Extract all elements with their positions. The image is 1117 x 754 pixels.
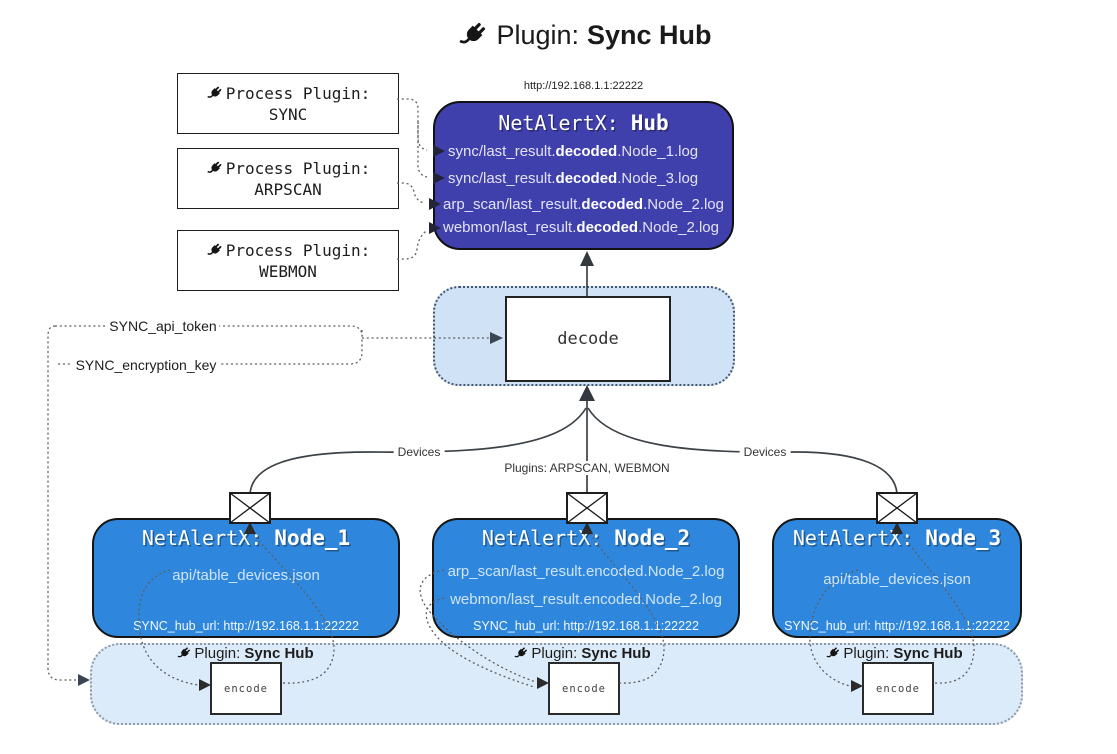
page-title-name: Sync Hub xyxy=(587,20,712,50)
hub-url: http://192.168.1.1:22222 xyxy=(523,80,644,92)
node-1-file: api/table_devices.json xyxy=(172,567,320,584)
process-plugin-label: Process Plugin: xyxy=(225,158,371,178)
process-plugin-name: SYNC xyxy=(268,104,308,124)
plug-icon xyxy=(206,160,223,177)
plug-icon xyxy=(206,85,223,102)
decode-label: decode xyxy=(557,329,619,349)
hub-log-item: sync/last_result.decoded.Node_3.log xyxy=(448,170,699,187)
plug-icon xyxy=(206,242,223,259)
node-1-hub-url: SYNC_hub_url: http://192.168.1.1:22222 xyxy=(133,619,359,633)
node-3-title: NetAlertX: Node_3 xyxy=(792,526,1002,550)
process-plugin-sync: Process Plugin: SYNC xyxy=(177,73,399,134)
plug-icon xyxy=(176,646,191,661)
plug-icon xyxy=(457,20,488,51)
page-title: Plugin: Sync Hub xyxy=(26,20,1117,51)
band-plugin-label: Plugin: Sync Hub xyxy=(513,645,651,662)
sync-api-token-label: SYNC_api_token xyxy=(106,318,220,334)
hub-title: NetAlertX: Hub xyxy=(433,111,734,135)
hub-log-item: sync/last_result.decoded.Node_1.log xyxy=(448,143,699,160)
process-plugin-label: Process Plugin: xyxy=(225,83,371,103)
nodes-to-decode-wires xyxy=(249,385,898,495)
devices-edge-label: Devices xyxy=(739,445,791,459)
node-3-file: api/table_devices.json xyxy=(823,571,971,588)
hub-log-item: webmon/last_result.decoded.Node_2.log xyxy=(443,219,719,236)
node-2-file: arp_scan/last_result.encoded.Node_2.log xyxy=(447,563,725,580)
hub-title-name: Hub xyxy=(630,111,669,135)
encode-box-2: encode xyxy=(548,662,620,715)
encode-box-1: encode xyxy=(210,662,282,715)
devices-edge-label: Devices xyxy=(393,445,445,459)
process-plugin-webmon: Process Plugin: WEBMON xyxy=(177,230,399,291)
process-plugin-name: WEBMON xyxy=(259,261,317,281)
process-plugin-label: Process Plugin: xyxy=(225,240,371,260)
node-2-hub-url: SYNC_hub_url: http://192.168.1.1:22222 xyxy=(473,619,699,633)
hub-log-item: arp_scan/last_result.decoded.Node_2.log xyxy=(443,196,724,213)
process-plugin-name: ARPSCAN xyxy=(254,179,322,199)
process-plugin-arpscan: Process Plugin: ARPSCAN xyxy=(177,148,399,209)
node-2-file: webmon/last_result.encoded.Node_2.log xyxy=(450,591,722,608)
encode-box-3: encode xyxy=(862,662,934,715)
hub-title-prefix: NetAlertX: xyxy=(498,111,631,135)
decode-box: decode xyxy=(505,296,671,382)
plugins-edge-label: Plugins: ARPSCAN, WEBMON xyxy=(500,461,674,475)
node-1-title: NetAlertX: Node_1 xyxy=(141,526,351,550)
band-plugin-label: Plugin: Sync Hub xyxy=(825,645,963,662)
sync-encryption-key-label: SYNC_encryption_key xyxy=(72,357,220,373)
band-plugin-label: Plugin: Sync Hub xyxy=(176,645,314,662)
node-2-title: NetAlertX: Node_2 xyxy=(481,526,691,550)
node-3-hub-url: SYNC_hub_url: http://192.168.1.1:22222 xyxy=(784,619,1010,633)
plug-icon xyxy=(825,646,840,661)
plug-icon xyxy=(513,646,528,661)
hub-box xyxy=(433,101,734,250)
page-title-prefix: Plugin: xyxy=(496,20,580,50)
